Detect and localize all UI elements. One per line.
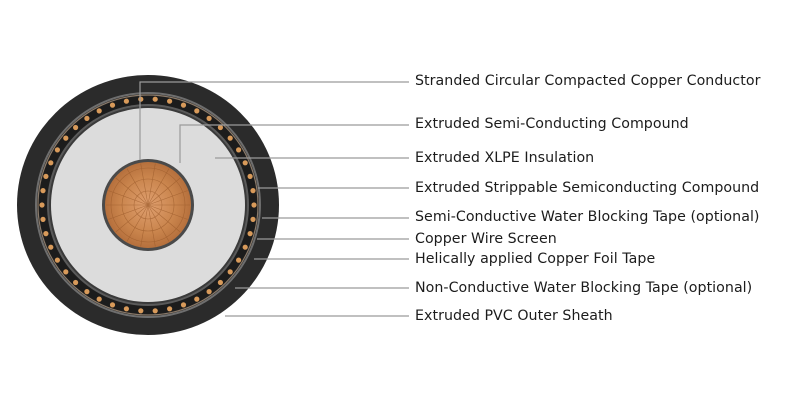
label-conductor: Stranded Circular Compacted Copper Condu…: [415, 73, 761, 89]
label-conductor-screen: Extruded Semi-Conducting Compound: [415, 116, 689, 132]
label-insulation-screen: Extruded Strippable Semiconducting Compo…: [415, 180, 760, 196]
leader-lines: [139, 81, 409, 317]
label-outer-sheath: Extruded PVC Outer Sheath: [415, 308, 613, 324]
label-xlpe-insulation: Extruded XLPE Insulation: [415, 150, 595, 166]
copper-wire-screen-layer: [39, 96, 257, 314]
label-copper-foil-tape: Helically applied Copper Foil Tape: [415, 251, 656, 267]
label-non-conductive-tape: Non-Conductive Water Blocking Tape (opti…: [415, 280, 753, 296]
label-semi-conductive-tape: Semi-Conductive Water Blocking Tape (opt…: [415, 209, 760, 225]
copper-foil-tape-layer: [37, 94, 259, 316]
label-copper-wire-screen: Copper Wire Screen: [415, 231, 557, 247]
